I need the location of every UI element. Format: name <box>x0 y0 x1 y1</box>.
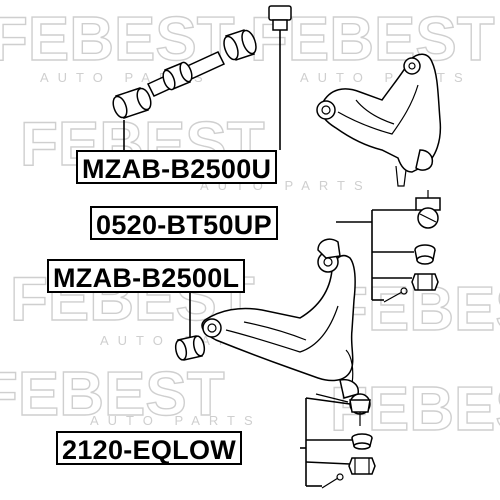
lower-boot <box>351 433 373 450</box>
label-lower-ball-joint: 2120-EQLOW <box>56 431 243 465</box>
upper-bushing-kit <box>112 5 292 119</box>
watermark-sub-2: AUTO PARTS <box>300 70 472 85</box>
upper-cotter-pin <box>383 287 408 303</box>
upper-bushing-middle <box>162 61 193 91</box>
upper-bushing-left <box>112 87 152 119</box>
lower-ball-joint-parts <box>315 393 376 489</box>
upper-nut <box>411 273 439 291</box>
upper-control-arm <box>316 53 442 187</box>
label-upper-ball-joint: 0520-BT50UP <box>90 206 278 240</box>
leader-lines <box>123 30 416 487</box>
upper-boot <box>414 244 436 265</box>
lower-cotter-pin <box>321 473 344 489</box>
lower-control-arm <box>201 238 359 399</box>
lower-nut <box>348 457 376 475</box>
upper-bolt-head <box>268 5 292 31</box>
label-lower-bushing: MZAB-B2500L <box>47 259 246 293</box>
upper-bushing-right <box>223 29 257 61</box>
watermark-sub-6: AUTO PARTS <box>90 413 262 428</box>
label-upper-bushing: MZAB-B2500U <box>76 150 278 184</box>
upper-ball-joint-parts <box>383 190 441 303</box>
watermark-brand-6: FEBEST <box>0 360 225 429</box>
